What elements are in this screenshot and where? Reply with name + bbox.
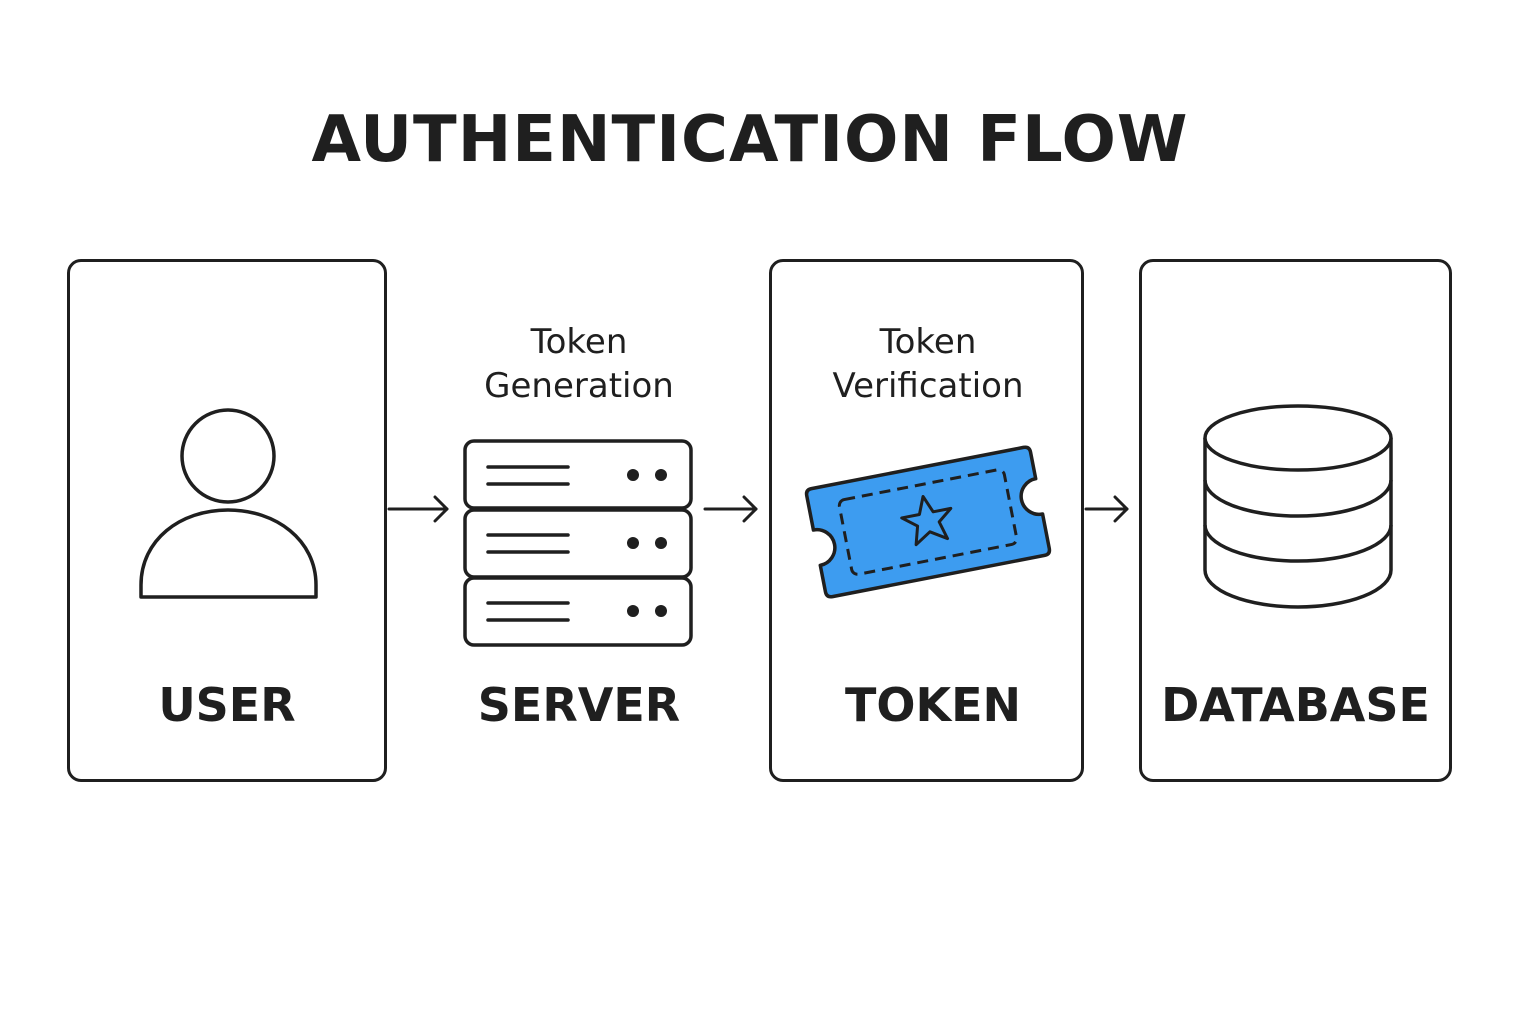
database-label: DATABASE xyxy=(1161,678,1430,732)
ticket-icon xyxy=(804,445,1052,599)
user-icon xyxy=(139,408,318,599)
token-caption-line2: Verification xyxy=(832,366,1024,406)
diagram-title: AUTHENTICATION FLOW xyxy=(311,103,1189,177)
arrow-right-icon xyxy=(703,495,758,523)
arrow-right-icon xyxy=(387,495,449,523)
token-label: TOKEN xyxy=(844,678,1022,732)
server-stack-icon xyxy=(463,439,693,647)
server-caption-line1: Token xyxy=(530,322,628,362)
database-icon xyxy=(1203,404,1393,609)
user-panel xyxy=(67,259,387,782)
arrow-right-icon xyxy=(1084,495,1129,523)
server-caption-line2: Generation xyxy=(484,366,674,406)
server-label: SERVER xyxy=(477,678,681,732)
database-panel xyxy=(1139,259,1452,782)
token-caption-line1: Token xyxy=(879,322,977,362)
user-label: USER xyxy=(158,678,296,732)
